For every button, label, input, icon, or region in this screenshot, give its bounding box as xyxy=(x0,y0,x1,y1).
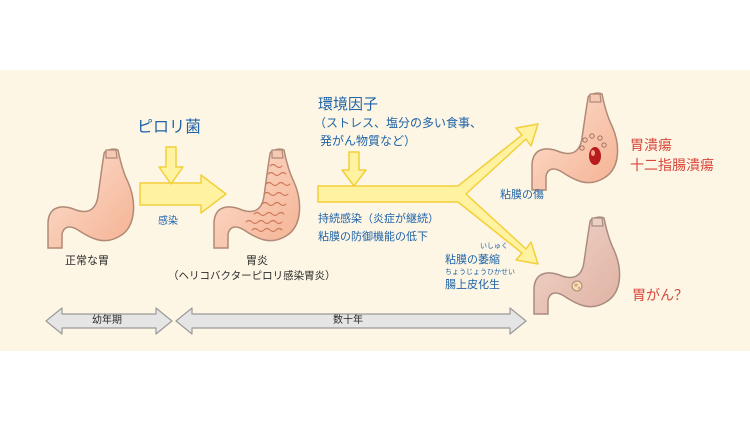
timeline-decades-bar xyxy=(175,307,527,335)
infection-label: 感染 xyxy=(158,216,178,227)
normal-stomach-label: 正常な胃 xyxy=(65,254,109,267)
mucosa-injury-label: 粘膜の傷 xyxy=(500,188,544,201)
arrow-environment-down xyxy=(341,151,367,187)
timeline-childhood-label: 幼年期 xyxy=(92,315,122,326)
arrow-fork-to-outcomes xyxy=(317,123,539,265)
atrophy-label: 粘膜の萎縮 xyxy=(445,253,500,266)
cancer-stomach-illustration xyxy=(533,216,621,315)
arrow-normal-to-gastritis xyxy=(139,174,227,214)
environment-title: 環境因子 xyxy=(318,95,379,113)
gastritis-note: （ヘリコバクターピロリ感染胃炎） xyxy=(168,270,336,282)
metaplasia-label: 腸上皮化生 xyxy=(445,278,500,291)
environment-detail-line2: 発がん物質など） xyxy=(320,134,417,148)
duodenal-ulcer-label: 十二指腸潰瘍 xyxy=(630,158,714,174)
gastritis-label: 胃炎 xyxy=(246,254,268,267)
timeline-childhood-bar xyxy=(45,307,173,335)
gastritis-stomach-illustration xyxy=(213,148,301,249)
tumor-icon xyxy=(571,280,583,292)
timeline-decades-label: 数十年 xyxy=(333,315,363,326)
ulcer-lesion-icon xyxy=(579,133,607,165)
progression-arrows xyxy=(139,123,539,265)
ulcer-stomach-illustration xyxy=(531,92,619,191)
chronic-infection-label: 持続感染（炎症が継続） xyxy=(318,212,439,225)
atrophy-ruby: いしゅく xyxy=(480,242,508,250)
normal-stomach-illustration xyxy=(47,148,135,249)
timeline-bars xyxy=(45,307,527,335)
arrow-pylori-down xyxy=(158,146,184,185)
mucosa-defense-label: 粘膜の防御機能の低下 xyxy=(318,230,428,243)
metaplasia-ruby: ちょうじょうひかせい xyxy=(445,268,515,276)
pylori-label: ピロリ菌 xyxy=(137,117,202,136)
ulcer-label: 胃潰瘍 xyxy=(630,138,672,154)
gastric-cancer-label: 胃がん？ xyxy=(632,288,688,304)
environment-detail-line1: （ストレス、塩分の多い食事、 xyxy=(314,116,483,130)
